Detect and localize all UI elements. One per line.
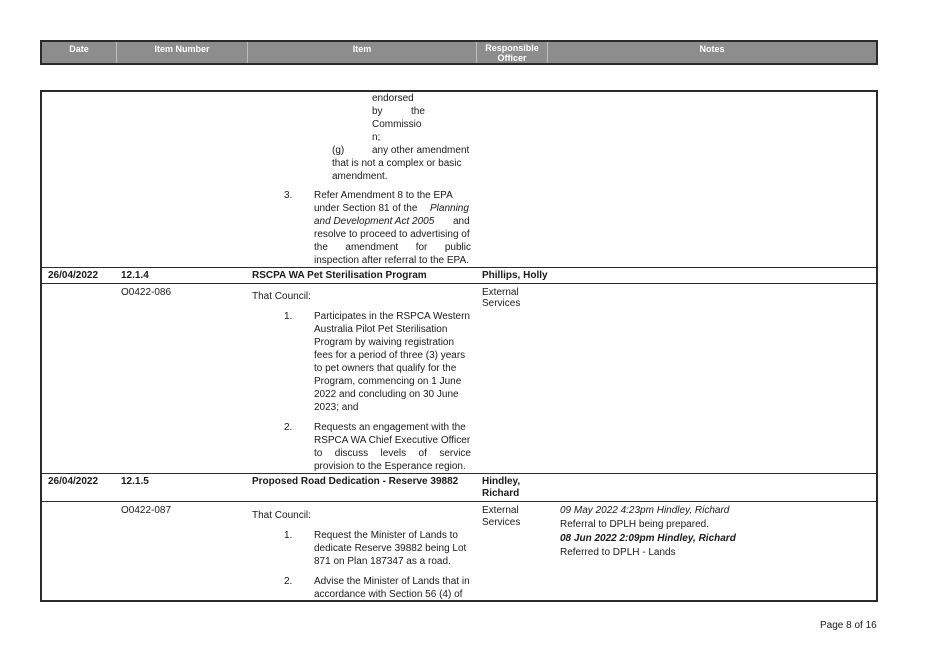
item1-date: 26/04/2022 (48, 270, 99, 281)
item2-dept: External (482, 505, 519, 516)
item1-p1-line: Australia Pilot Pet Sterilisation (314, 324, 448, 335)
item2-p2-number: 2. (284, 576, 293, 587)
item2-p1-line: 871 on Plan 187347 as a road. (314, 556, 451, 567)
point-3-line: under Section 81 of the (314, 203, 418, 214)
item2-note-text: Referred to DPLH - Lands (560, 547, 676, 558)
item1-p2-line: RSPCA WA Chief Executive Officer (314, 435, 471, 446)
point-3-line: inspection after referral to the EPA. (314, 255, 469, 266)
item2-date: 26/04/2022 (48, 476, 99, 487)
page-number: Page 8 of 16 (820, 620, 877, 631)
point-3-line: and Development Act 2005 (314, 216, 435, 227)
item2-dept: Services (482, 517, 521, 528)
item1-dept: External (482, 287, 519, 298)
cont-line: n; (372, 132, 381, 143)
item1-p1-line: 2022 and concluding on 30 June (314, 389, 459, 400)
item1-p2-number: 2. (284, 422, 293, 433)
item2-note-stamp: 09 May 2022 4:23pm Hindley, Richard (560, 505, 730, 516)
item2-title: Proposed Road Dedication - Reserve 39882 (252, 476, 459, 487)
col-date-header: Date (69, 44, 89, 54)
item1-p1-line: Program, commencing on 1 June (314, 376, 462, 387)
point-3-line: Refer Amendment 8 to the EPA (314, 190, 453, 201)
item2-p1-line: Request the Minister of Lands to (314, 530, 458, 541)
point-3-line: the amendment for public (314, 242, 471, 253)
item2-officer: Richard (482, 488, 520, 499)
col-item-number-header: Item Number (154, 44, 210, 54)
item1-p1-line: to pet owners that qualify for the (314, 363, 457, 374)
item1-p1-line: Program by waiving registration (314, 337, 455, 348)
item2-officer: Hindley, (482, 476, 521, 487)
cont-line: endorsed (372, 93, 414, 104)
point-3-line: resolve to proceed to advertising of (314, 229, 470, 240)
col-item-header: Item (352, 44, 372, 54)
item1-p1-line: Participates in the RSPCA Western (314, 311, 470, 322)
item1-dept: Services (482, 298, 521, 309)
sub-g-text: that is not a complex or basic (332, 158, 462, 169)
item2-number: 12.1.5 (121, 476, 149, 487)
point-3-line: Planning (430, 203, 469, 214)
item2-note-stamp: 08 Jun 2022 2:09pm Hindley, Richard (560, 533, 736, 544)
cont-line: Commissio (372, 119, 422, 130)
item1-officer: Phillips, Holly (482, 270, 548, 281)
item2-p1-number: 1. (284, 530, 293, 541)
item2-note-text: Referral to DPLH being prepared. (560, 519, 709, 530)
item1-number: 12.1.4 (121, 270, 149, 281)
point-3-line: and (453, 216, 470, 227)
item2-ref: O0422-087 (121, 505, 172, 516)
item1-ref: O0422-086 (121, 287, 172, 298)
sub-g-label: (g) (332, 145, 345, 156)
point-3-number: 3. (284, 190, 293, 201)
item1-p2-line: Requests an engagement with the (314, 422, 466, 433)
item2-p2-line: Advise the Minister of Lands that in (314, 576, 470, 587)
col-notes-header: Notes (699, 44, 725, 54)
item1-p2-line: provision to the Esperance region. (314, 461, 466, 472)
item1-p1-line: 2023; and (314, 402, 359, 413)
item2-p2-line: accordance with Section 56 (4) of (314, 589, 463, 600)
col-officer-header-line1: Responsible (485, 43, 539, 53)
col-officer-header-line2: Officer (497, 53, 527, 63)
table-header: Date Item Number Item Responsible Office… (40, 40, 878, 65)
sub-g-text: any other amendment (372, 145, 470, 156)
item1-p2-line: to discuss levels of service (314, 448, 471, 459)
item2-that-council: That Council: (252, 510, 311, 521)
item1-p1-number: 1. (284, 311, 293, 322)
cont-line: the (411, 106, 425, 117)
col-officer-header: Responsible Officer (477, 42, 547, 63)
cont-line: by (372, 106, 383, 117)
item1-p1-line: fees for a period of three (3) years (314, 350, 466, 361)
item1-title: RSCPA WA Pet Sterilisation Program (252, 270, 427, 281)
item1-that-council: That Council: (252, 291, 311, 302)
sub-g-text: amendment. (332, 171, 388, 182)
item2-p1-line: dedicate Reserve 39882 being Lot (314, 543, 467, 554)
minutes-table: endorsed by the Commissio n; (g) any oth… (40, 90, 878, 602)
